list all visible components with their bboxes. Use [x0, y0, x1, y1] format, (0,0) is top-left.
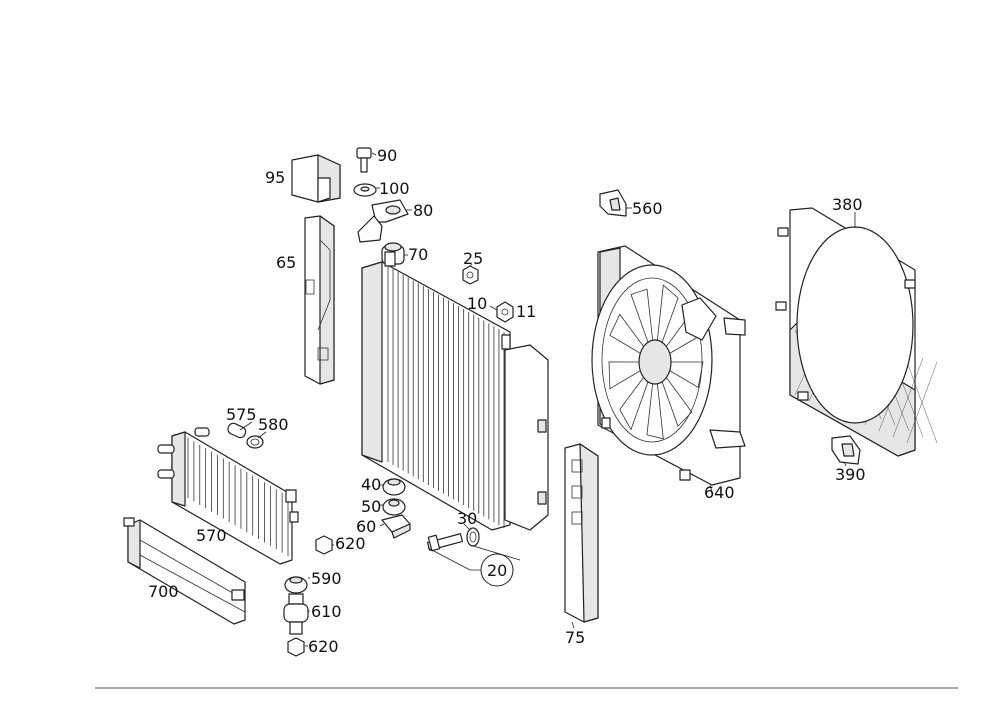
part-80-bracket: [357, 199, 409, 243]
radiator-core: [361, 251, 549, 531]
leader-lines: [239, 152, 856, 647]
label-20: 20: [487, 561, 507, 580]
label-40: 40: [361, 475, 381, 494]
part-labels: 90 100 95 80 70 65 25 10 11 560 380 640 …: [148, 146, 866, 656]
label-580: 580: [258, 415, 289, 434]
part-640-fan-shroud: [591, 245, 746, 486]
label-390: 390: [835, 465, 866, 484]
part-100-washer: [353, 183, 377, 197]
part-575-hose: [227, 422, 247, 439]
part-620-nut-upper: [315, 535, 333, 555]
part-700-transmission-cooler: [123, 517, 246, 625]
part-60-bracket: [381, 514, 411, 539]
callout-circle-20: [480, 553, 514, 587]
label-570: 570: [196, 526, 227, 545]
part-380-fan-cowl: [775, 207, 938, 457]
label-80: 80: [413, 201, 433, 220]
part-620-nut-lower: [287, 637, 305, 657]
label-380: 380: [832, 195, 863, 214]
label-70: 70: [408, 245, 428, 264]
label-10: 10: [467, 294, 487, 313]
label-610: 610: [311, 602, 342, 621]
part-580-clamp: [246, 435, 264, 449]
part-25-nut: [462, 265, 479, 285]
label-590: 590: [311, 569, 342, 588]
label-100: 100: [379, 179, 410, 198]
part-90-bolt: [356, 147, 372, 173]
part-40-rubber-mount: [382, 478, 406, 496]
label-11: 11: [516, 302, 536, 321]
label-95: 95: [265, 168, 285, 187]
label-50: 50: [361, 497, 381, 516]
part-11-nut: [496, 301, 514, 323]
part-610-rubber-buffer: [283, 593, 309, 635]
part-75-side-air-guide-lower: [564, 443, 599, 623]
part-65-side-air-guide: [304, 215, 335, 385]
part-560-clip: [599, 189, 627, 217]
label-90: 90: [377, 146, 397, 165]
label-700: 700: [148, 582, 179, 601]
part-20-drain-plug: [426, 533, 464, 552]
part-30-seal-ring: [466, 527, 480, 547]
label-25: 25: [463, 249, 483, 268]
part-590-mount: [284, 576, 308, 594]
label-560: 560: [632, 199, 663, 218]
part-50-rubber-mount: [382, 498, 406, 516]
label-640: 640: [704, 483, 735, 502]
label-60: 60: [356, 517, 376, 536]
label-620-lower: 620: [308, 637, 339, 656]
part-570-oil-cooler: [157, 427, 299, 565]
label-575: 575: [226, 405, 257, 424]
label-75: 75: [565, 628, 585, 647]
label-30: 30: [457, 509, 477, 528]
label-620-upper: 620: [335, 534, 366, 553]
part-390-clip: [831, 435, 861, 465]
label-65: 65: [276, 253, 296, 272]
part-95-air-guide-block: [291, 154, 341, 203]
